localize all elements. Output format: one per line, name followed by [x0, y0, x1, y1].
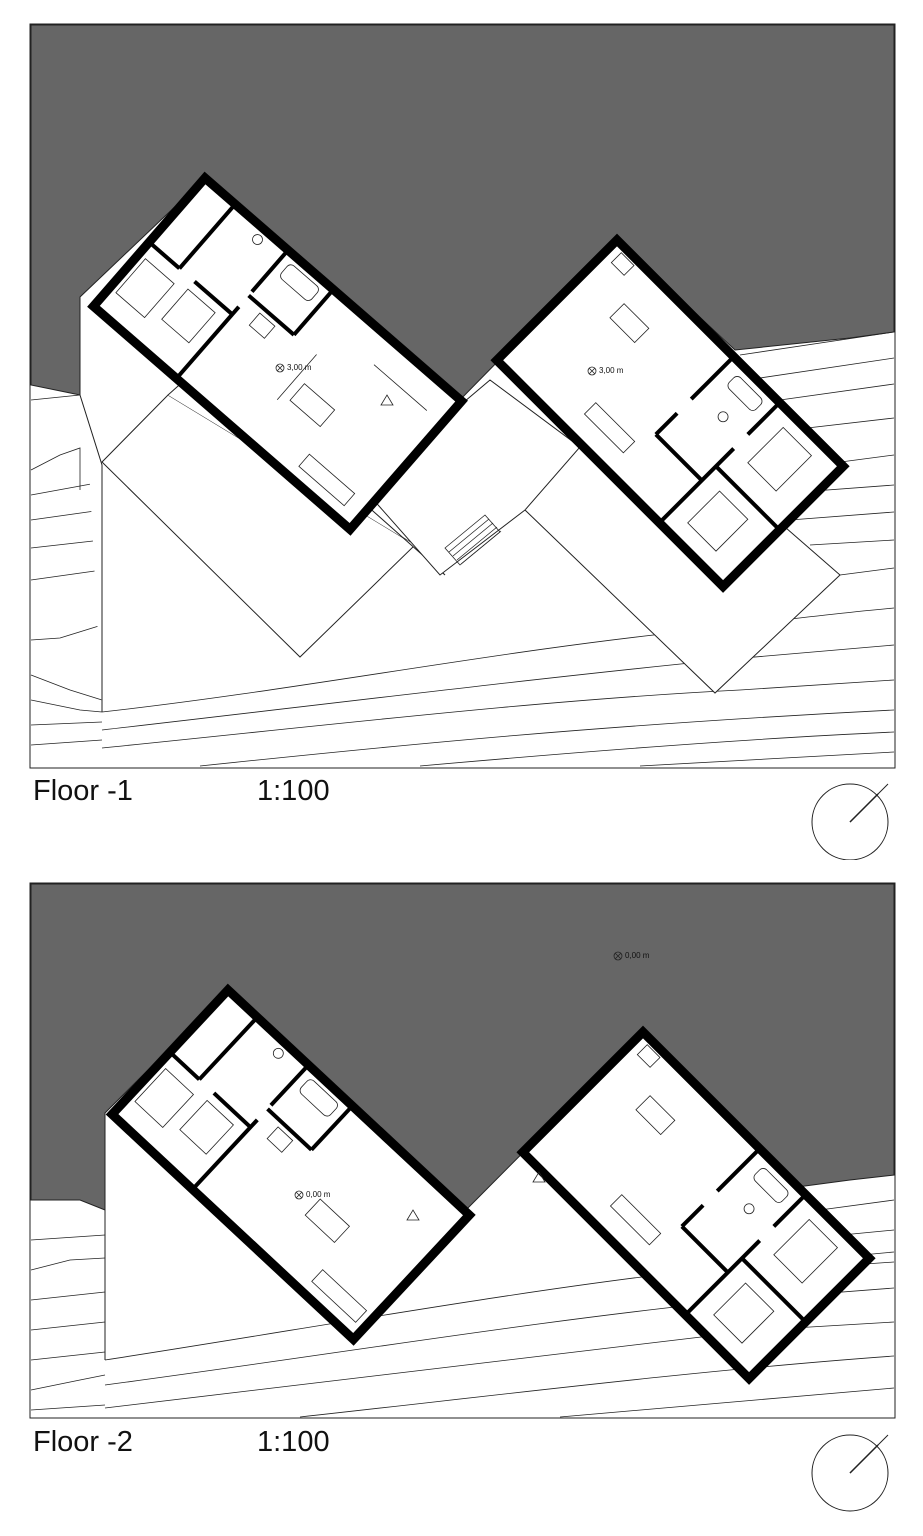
sheet-scale: 1:100	[257, 1426, 330, 1458]
floor-plan-drawing-1	[29, 23, 896, 860]
bed-icon	[773, 1218, 839, 1284]
dining-table-icon	[304, 1198, 351, 1243]
kitchen-hob-icon	[266, 1126, 294, 1153]
level-label-left: 3,00 m	[287, 363, 312, 372]
unit-right-walls	[516, 1025, 876, 1385]
sheet-title: Floor -2	[33, 1426, 133, 1458]
kitchen-hob-icon	[610, 252, 635, 276]
floor-plan-sheet-1: 3,00 m 3,00 m Floor -1 1:100	[29, 23, 896, 860]
unit-right	[490, 233, 850, 593]
dining-table-icon	[635, 1095, 676, 1136]
dining-table-icon	[609, 303, 650, 344]
unit-left	[105, 983, 476, 1346]
north-arrow-icon	[811, 783, 889, 860]
bed-icon	[134, 1068, 195, 1128]
level-label-right: 0,00 m	[625, 951, 650, 960]
unit-left-furniture	[134, 1047, 368, 1323]
toilet-icon	[252, 234, 263, 245]
toilet-icon	[717, 411, 729, 423]
toilet-icon	[272, 1047, 284, 1059]
unit-left-furniture	[115, 234, 428, 507]
level-label-left: 0,00 m	[306, 1190, 331, 1199]
bathtub-icon	[280, 264, 319, 301]
bed-icon	[687, 490, 749, 552]
unit-left-partitions	[168, 1015, 354, 1191]
kitchen-hob-icon	[636, 1044, 661, 1068]
unit-right	[516, 1025, 876, 1385]
bathtub-icon	[727, 376, 763, 411]
unit-right-furniture	[609, 1044, 839, 1344]
contour-lines	[30, 331, 895, 767]
floor-plan-sheet-2: 0,00 m 0,00 m Floor -2 1:100	[0, 860, 923, 1536]
bed-icon	[747, 426, 813, 492]
bathtub-icon	[753, 1168, 789, 1203]
unit-right-furniture	[583, 252, 813, 552]
unit-left-walls	[87, 171, 468, 536]
level-label-right: 3,00 m	[599, 366, 624, 375]
unit-left	[87, 171, 468, 536]
kitchen-hob-icon	[248, 312, 276, 339]
bed-icon	[713, 1282, 775, 1344]
level-marker-icon	[294, 951, 623, 1221]
sheet-scale: 1:100	[257, 775, 330, 807]
bed-icon	[115, 258, 175, 319]
dining-table-icon	[289, 383, 336, 428]
bed-icon	[179, 1099, 234, 1155]
toilet-icon	[743, 1203, 755, 1215]
north-arrow-icon	[811, 1434, 889, 1512]
sofa-icon	[609, 1194, 662, 1246]
sofa-icon	[583, 402, 636, 454]
sofa-icon	[311, 1269, 368, 1323]
bathtub-icon	[299, 1079, 338, 1117]
unit-right-partitions	[680, 1147, 808, 1324]
unit-right-partitions	[654, 355, 782, 532]
sheet-title: Floor -1	[33, 775, 133, 807]
unit-right-walls	[490, 233, 850, 593]
level-marker-icon	[275, 363, 597, 406]
sofa-icon	[298, 453, 356, 507]
unit-left-partitions	[147, 202, 335, 380]
floor-plan-drawing-2	[29, 882, 896, 1512]
bed-icon	[161, 288, 216, 344]
